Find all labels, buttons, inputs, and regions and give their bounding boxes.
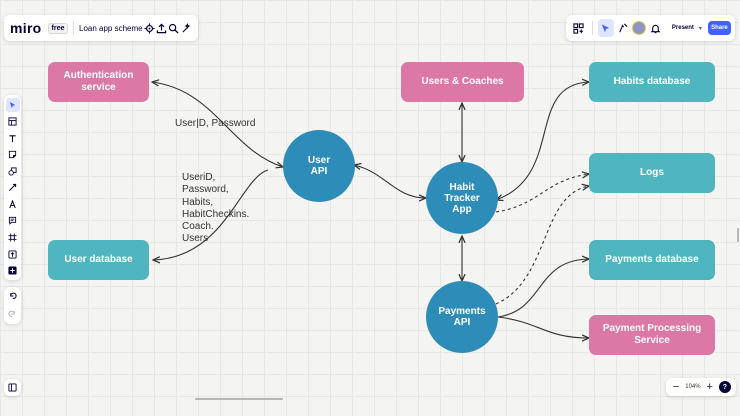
board-name[interactable]: Loan app scheme bbox=[79, 23, 143, 33]
collaboration-bar: Present ▾ Share bbox=[566, 15, 735, 41]
edge-payments-paymentsdb bbox=[497, 259, 589, 318]
apps-icon[interactable] bbox=[570, 19, 587, 37]
node-users-coaches[interactable]: Users & Coaches bbox=[401, 62, 524, 102]
divider bbox=[73, 21, 75, 35]
upload-icon[interactable] bbox=[6, 247, 20, 261]
edge-label-line: Password, bbox=[182, 184, 229, 196]
redo-icon[interactable] bbox=[6, 306, 20, 321]
undo-icon[interactable] bbox=[6, 288, 20, 303]
divider bbox=[591, 21, 593, 35]
edge-payments-logs-dashed bbox=[495, 186, 589, 305]
text-icon[interactable] bbox=[6, 131, 20, 145]
sticky-note-icon[interactable] bbox=[6, 148, 20, 162]
magic-icon[interactable] bbox=[181, 19, 192, 37]
node-payments-api[interactable]: Payments API bbox=[426, 281, 498, 353]
cursor-icon[interactable] bbox=[597, 19, 615, 37]
reaction-icon[interactable] bbox=[614, 19, 631, 37]
search-icon[interactable] bbox=[168, 19, 180, 37]
edge-label-user-database[interactable]: UseriD, Password, Habits, HabitCheckins.… bbox=[182, 172, 249, 246]
frame-icon[interactable] bbox=[6, 230, 20, 244]
edge-label-auth[interactable]: User|D, Password bbox=[175, 118, 256, 129]
sidebar-toggle[interactable] bbox=[4, 379, 21, 396]
share-button[interactable]: Share bbox=[707, 21, 731, 35]
template-icon[interactable] bbox=[6, 115, 20, 129]
panel-icon bbox=[8, 379, 17, 397]
plan-badge[interactable]: free bbox=[47, 22, 69, 34]
add-icon[interactable] bbox=[6, 263, 20, 277]
edge-label-line: UseriD, bbox=[182, 172, 216, 183]
notification-bell-icon[interactable] bbox=[647, 19, 664, 37]
edge-label-line: Users bbox=[182, 233, 209, 245]
creation-toolbar bbox=[4, 95, 21, 280]
help-button[interactable]: ? bbox=[718, 381, 731, 393]
select-icon[interactable] bbox=[5, 98, 20, 113]
zoom-in-button[interactable]: + bbox=[706, 381, 713, 393]
node-logs[interactable]: Logs bbox=[589, 153, 715, 193]
vertical-scrollbar[interactable] bbox=[737, 228, 739, 242]
miro-logo[interactable]: miro bbox=[10, 20, 42, 36]
pen-icon[interactable] bbox=[6, 197, 20, 211]
avatar[interactable] bbox=[631, 19, 648, 37]
edge-label-line: HabitCheckins. bbox=[182, 208, 250, 220]
edge-label-line: Coach. bbox=[182, 221, 214, 233]
settings-icon[interactable] bbox=[144, 19, 155, 37]
zoom-out-button[interactable]: − bbox=[672, 381, 680, 393]
node-payments-database[interactable]: Payments database bbox=[589, 240, 715, 280]
node-payment-processing-service[interactable]: Payment Processing Service bbox=[589, 315, 715, 355]
edge-userapi-habit bbox=[354, 165, 426, 198]
node-authentication-service[interactable]: Authentication service bbox=[48, 62, 149, 102]
present-button[interactable]: Present bbox=[671, 25, 694, 31]
export-icon[interactable] bbox=[156, 19, 167, 37]
node-user-api[interactable]: User API bbox=[283, 130, 355, 202]
edge-habit-logs-dashed bbox=[495, 174, 589, 213]
present-dropdown-icon[interactable]: ▾ bbox=[698, 25, 702, 32]
horizontal-scrollbar[interactable] bbox=[195, 398, 283, 400]
edge-label-line: Habits, bbox=[182, 196, 214, 208]
edge-habit-habitsdb bbox=[496, 82, 589, 200]
edge-auth-userapi bbox=[152, 82, 283, 167]
zoom-controls: − 104% + ? bbox=[666, 378, 736, 396]
edge-payments-processing bbox=[497, 316, 589, 338]
comment-icon[interactable] bbox=[6, 214, 20, 228]
history-controls bbox=[4, 287, 21, 324]
node-habit-tracker-app[interactable]: Habit Tracker App bbox=[426, 162, 498, 234]
connection-line-icon[interactable] bbox=[6, 181, 20, 195]
node-habits-database[interactable]: Habits database bbox=[589, 62, 715, 102]
board-header: miro free Loan app scheme bbox=[4, 15, 198, 41]
edge-userapi-userdb bbox=[153, 169, 269, 260]
zoom-level[interactable]: 104% bbox=[685, 384, 701, 390]
node-user-database[interactable]: User database bbox=[48, 240, 149, 280]
shapes-icon[interactable] bbox=[6, 164, 20, 178]
